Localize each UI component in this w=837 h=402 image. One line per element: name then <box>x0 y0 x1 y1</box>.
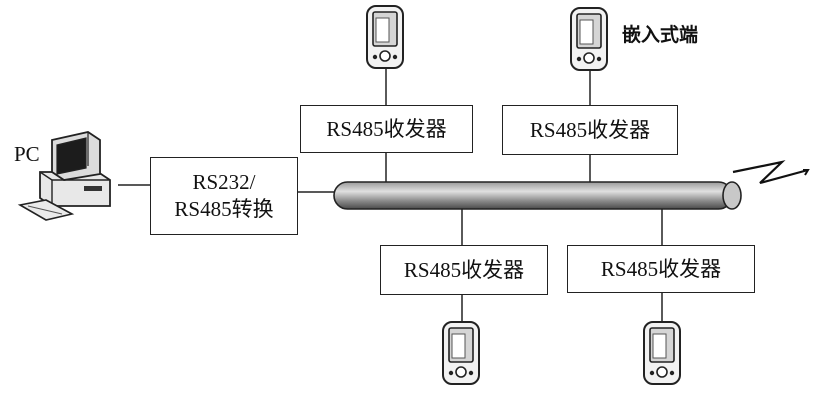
desktop-pc-icon <box>17 131 111 221</box>
pc-label: PC <box>14 142 40 166</box>
transceiver-label: RS485收发器 <box>326 116 447 141</box>
pda-device-icon <box>442 321 480 385</box>
converter-line-2: RS485转换 <box>174 197 274 221</box>
rs232-rs485-converter: RS232/ RS485转换 <box>150 157 298 235</box>
rs485-transceiver: RS485收发器 <box>502 105 678 155</box>
rs485-transceiver: RS485收发器 <box>380 245 548 295</box>
converter-line-1: RS232/ <box>192 170 256 194</box>
pda-device-icon <box>570 7 608 71</box>
lightning-wireless-icon <box>732 160 810 185</box>
rs485-transceiver: RS485收发器 <box>567 245 755 293</box>
pda-device-icon <box>366 5 404 69</box>
rs485-bus <box>333 181 742 210</box>
transceiver-label: RS485收发器 <box>600 256 722 281</box>
rs485-transceiver: RS485收发器 <box>300 105 473 153</box>
transceiver-label: RS485收发器 <box>529 117 651 142</box>
pda-device-icon <box>643 321 681 385</box>
embedded-label: 嵌入式端 <box>622 24 699 46</box>
transceiver-label: RS485收发器 <box>403 257 525 282</box>
connection-lines <box>118 68 663 322</box>
